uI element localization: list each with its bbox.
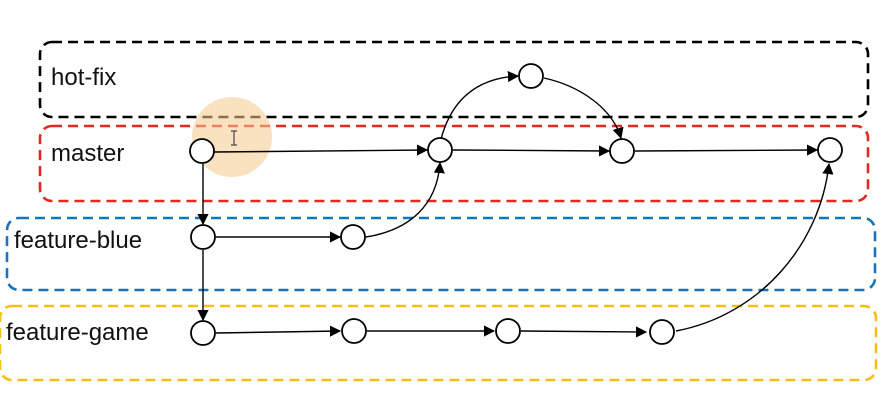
lane-label-feature-blue: feature-blue <box>14 227 142 254</box>
edge-g4-m4 <box>675 162 834 332</box>
commit-node[interactable] <box>189 138 215 164</box>
commit-node[interactable] <box>495 318 521 344</box>
commit-node[interactable] <box>341 318 367 344</box>
edge-m2-m3 <box>452 145 611 157</box>
commit-node[interactable] <box>190 224 216 250</box>
commit-node[interactable] <box>518 63 544 89</box>
lane-feature-blue <box>5 216 877 292</box>
lane-hot-fix <box>38 40 870 119</box>
commit-node[interactable] <box>427 137 453 163</box>
edges-group <box>197 70 834 338</box>
commit-node[interactable] <box>340 224 366 250</box>
edge-g1-g2 <box>215 325 342 337</box>
commit-node[interactable] <box>649 319 675 345</box>
commits-group <box>189 63 843 346</box>
edge-b2-m2 <box>365 161 445 238</box>
lane-label-hot-fix: hot-fix <box>51 64 116 91</box>
lane-label-master: master <box>51 140 124 167</box>
edge-m3-m4 <box>634 144 819 156</box>
lane-master <box>38 124 870 203</box>
lane-feature-game <box>0 304 878 382</box>
text-cursor-icon <box>231 130 237 146</box>
edge-g3-g4 <box>520 326 648 338</box>
edge-m2-h1 <box>440 70 520 140</box>
cursor-highlight <box>192 97 272 177</box>
commit-node[interactable] <box>817 137 843 163</box>
edge-h1-m3 <box>543 77 624 140</box>
edge-m1-m2 <box>213 144 429 156</box>
lane-label-feature-game: feature-game <box>6 319 149 346</box>
commit-node[interactable] <box>190 320 216 346</box>
commit-node[interactable] <box>609 138 635 164</box>
